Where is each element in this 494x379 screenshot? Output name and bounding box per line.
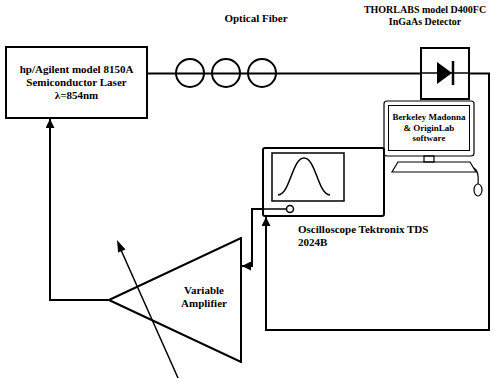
optical-fiber xyxy=(148,73,420,75)
signal-wire xyxy=(50,119,108,300)
oscilloscope-box: Oscilloscope Tektronix TDS 2024B xyxy=(262,147,440,253)
fiber-label: Optical Fiber xyxy=(210,12,302,24)
fiber-loops xyxy=(176,59,276,87)
node-text: Oscilloscope Tektronix TDS 2024B xyxy=(298,223,436,249)
oscilloscope-screen xyxy=(262,153,344,213)
detector-box: THORLABS model D400FC InGaAs Detector xyxy=(360,4,490,100)
node-text: Berkeley Madonna & OriginLab software xyxy=(391,112,467,144)
oscilloscope-housing xyxy=(262,147,385,217)
node-text: hp/Agilent model 8150A Semiconductor Las… xyxy=(12,63,141,103)
signal-wire xyxy=(242,209,262,266)
signal-wire xyxy=(266,74,489,331)
detector-housing xyxy=(420,47,470,100)
node-text: Variable Amplifier xyxy=(168,284,240,310)
laser-box: hp/Agilent model 8150A Semiconductor Las… xyxy=(5,46,148,119)
monitor-screen: Berkeley Madonna & OriginLab software xyxy=(388,105,470,151)
node-text: THORLABS model D400FC InGaAs Detector xyxy=(360,4,490,28)
photodiode-symbol xyxy=(420,61,470,85)
amplifier-triangle: Variable Amplifier xyxy=(108,237,242,363)
computer-icon xyxy=(384,101,482,196)
